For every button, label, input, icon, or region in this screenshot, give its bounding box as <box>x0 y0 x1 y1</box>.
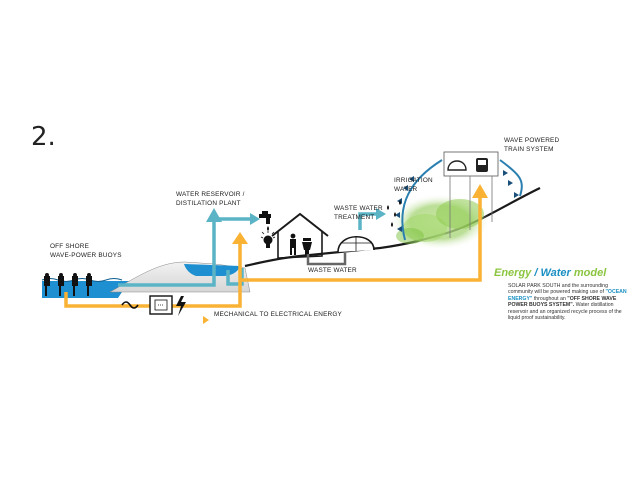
waste-water-pipe <box>306 253 347 266</box>
train-tunnel <box>401 159 523 241</box>
water-lines <box>118 212 376 287</box>
train-station <box>443 151 499 238</box>
water-drops <box>387 200 401 227</box>
treatment-dome <box>337 236 375 253</box>
mechanical-label: MECHANICAL TO ELECTRICAL ENERGY <box>214 311 343 318</box>
model-title: Energy / Water model <box>494 267 607 279</box>
faucet-icon <box>259 211 271 231</box>
generator-icon <box>149 295 173 315</box>
energy-arrowheads <box>232 184 488 244</box>
greenery <box>390 194 490 250</box>
house <box>271 212 329 259</box>
lightning-icon <box>176 296 186 316</box>
waste-water-label: WASTE WATER <box>308 267 357 274</box>
orange-flow-marker <box>203 316 209 324</box>
wave-buoys <box>44 273 92 296</box>
water-arrowheads <box>206 208 386 225</box>
wave-icon <box>121 301 139 309</box>
model-description: SOLAR PARK SOUTH and the surrounding com… <box>508 283 627 322</box>
light-bulb-icon <box>260 231 276 248</box>
reservoir-label: WATER RESERVOIR /DISTILATION PLANT <box>176 191 245 207</box>
step-number: 2. <box>31 122 56 152</box>
energy-conversion-icons <box>121 295 186 316</box>
